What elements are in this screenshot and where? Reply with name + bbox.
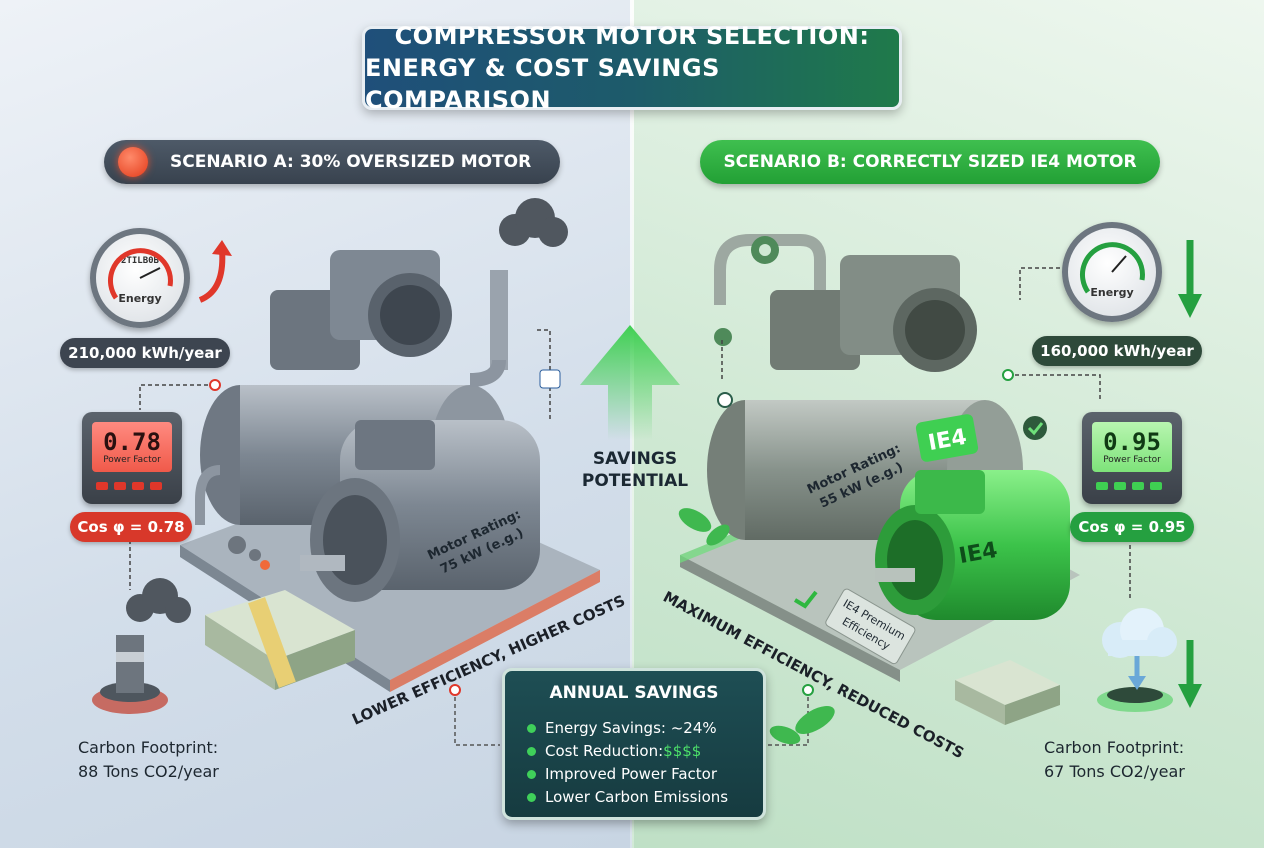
left-motor (300, 420, 540, 602)
ie4-premium-label: IE4 Premium Efficiency (825, 588, 916, 665)
cos-phi-b: Cos φ = 0.95 (1070, 512, 1194, 542)
check-icon (793, 590, 818, 609)
gear-icon (228, 536, 261, 561)
savings-line1: SAVINGS (592, 449, 678, 469)
savings-line2: POTENTIAL (581, 471, 689, 491)
cos-phi-a: Cos φ = 0.78 (70, 512, 192, 542)
smokestack-icon (92, 578, 191, 714)
annual-savings-list: Energy Savings: ~24% Cost Reduction: $$$… (527, 717, 728, 809)
scenario-b-label: SCENARIO B: CORRECTLY SIZED IE4 MOTOR (723, 152, 1137, 172)
warning-dot-icon (260, 560, 270, 570)
chart-icon (539, 369, 561, 389)
power-factor-meter-icon: 0.95 Power Factor (1082, 412, 1182, 504)
meter-a-value: 0.78 (103, 428, 161, 456)
gear-icon (714, 236, 779, 346)
carbon-a-line1: Carbon Footprint: (78, 738, 219, 757)
carbon-b-line2: 67 Tons CO2/year (1044, 762, 1185, 781)
gauge-a-top: 2TILB0B (121, 256, 159, 266)
energy-gauge-icon: 2TILB0B Energy (90, 228, 190, 328)
annual-savings-box: ANNUAL SAVINGS Energy Savings: ~24% Cost… (502, 668, 766, 820)
annual-savings-title: ANNUAL SAVINGS (549, 683, 719, 703)
cash-stack-icon (205, 590, 355, 690)
energy-a-value: 210,000 kWh/year (60, 338, 230, 368)
savings-potential-label: SAVINGS POTENTIAL (570, 448, 700, 492)
carbon-a-line2: 88 Tons CO2/year (78, 762, 219, 781)
ie4-badge-tank: IE4 (915, 414, 979, 462)
right-motor (875, 470, 1070, 620)
list-item: Lower Carbon Emissions (527, 786, 728, 809)
title-line-2: ENERGY & COST SAVINGS COMPARISON (365, 54, 720, 114)
carbon-a: Carbon Footprint: 88 Tons CO2/year (78, 736, 219, 784)
list-item: Energy Savings: ~24% (527, 717, 728, 740)
carbon-b-line1: Carbon Footprint: (1044, 738, 1185, 757)
bullet-icon (527, 793, 536, 802)
list-item: Improved Power Factor (527, 763, 728, 786)
red-status-icon (118, 147, 148, 177)
scenario-a-header: SCENARIO A: 30% OVERSIZED MOTOR (104, 140, 560, 184)
meter-a-label: Power Factor (103, 455, 161, 465)
carbon-b: Carbon Footprint: 67 Tons CO2/year (1044, 736, 1185, 784)
arrow-up-icon (580, 325, 680, 440)
check-icon (1023, 416, 1047, 440)
leaf-icon (678, 508, 835, 745)
power-factor-meter-icon: 0.78 Power Factor (82, 412, 182, 504)
bullet-icon (527, 747, 536, 756)
page-title: COMPRESSOR MOTOR SELECTION: ENERGY & COS… (362, 22, 902, 114)
arrow-up-icon (198, 249, 226, 303)
cash-stack-icon (955, 660, 1060, 725)
energy-gauge-icon: Energy (1062, 222, 1162, 322)
clock-icon (717, 392, 733, 408)
bullet-icon (527, 770, 536, 779)
scenario-b-header: SCENARIO B: CORRECTLY SIZED IE4 MOTOR (700, 140, 1160, 184)
left-smoke-cloud (499, 198, 568, 247)
bullet-icon (527, 724, 536, 733)
gauge-a-label: Energy (118, 292, 162, 305)
money-text: $$$$ (663, 742, 702, 760)
cloud-icon (1097, 608, 1177, 712)
gauge-b-label: Energy (1090, 286, 1134, 299)
scenario-a-label: SCENARIO A: 30% OVERSIZED MOTOR (170, 152, 532, 172)
energy-b-value: 160,000 kWh/year (1032, 336, 1202, 366)
list-item: Cost Reduction: $$$$ (527, 740, 728, 763)
meter-b-label: Power Factor (1103, 455, 1161, 465)
meter-b-value: 0.95 (1103, 428, 1161, 456)
title-line-1: COMPRESSOR MOTOR SELECTION: (394, 22, 870, 50)
